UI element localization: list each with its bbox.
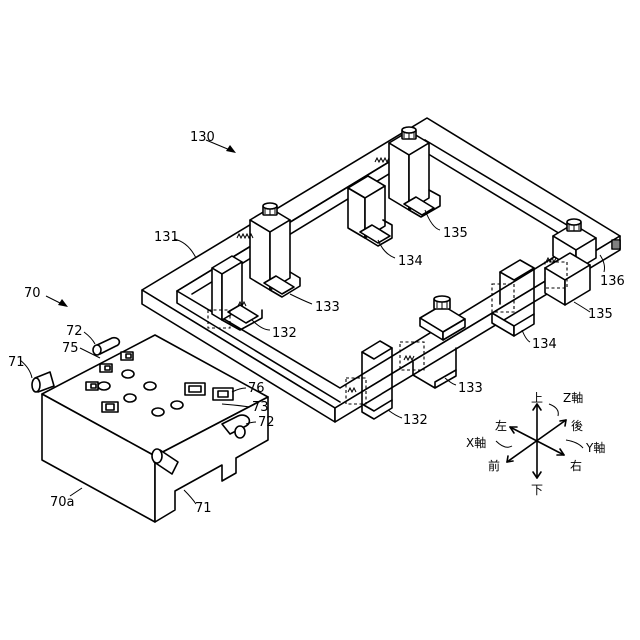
- label-133-front: 133: [458, 381, 483, 396]
- label-76: 76: [248, 381, 265, 396]
- label-130: 130: [190, 130, 215, 145]
- direction-front: 前: [488, 458, 500, 473]
- label-134-front: 134: [532, 337, 557, 352]
- label-72-left: 72: [66, 324, 83, 339]
- label-135-front: 135: [588, 307, 613, 322]
- direction-left: 左: [495, 418, 507, 433]
- direction-down: 下: [531, 483, 543, 497]
- label-132-top: 132: [272, 326, 297, 341]
- label-136: 136: [600, 274, 625, 289]
- direction-back: 後: [571, 419, 583, 433]
- label-71-left: 71: [8, 355, 25, 370]
- direction-right: 右: [570, 458, 582, 473]
- x-axis-label: X軸: [466, 436, 486, 450]
- label-75: 75: [62, 341, 79, 356]
- label-132-front: 132: [403, 413, 428, 428]
- y-axis-label: Y軸: [585, 441, 605, 455]
- label-73: 73: [252, 400, 269, 415]
- z-axis-label: Z軸: [563, 391, 583, 405]
- direction-up: 上: [531, 391, 543, 405]
- label-70: 70: [24, 286, 41, 301]
- label-134-back: 134: [398, 254, 423, 269]
- label-131: 131: [154, 230, 179, 245]
- label-72-right: 72: [258, 415, 275, 430]
- label-135-back: 135: [443, 226, 468, 241]
- label-133-back: 133: [315, 300, 340, 315]
- label-70a: 70a: [50, 495, 75, 510]
- label-71-bottom: 71: [195, 501, 212, 516]
- block-70: [32, 335, 268, 522]
